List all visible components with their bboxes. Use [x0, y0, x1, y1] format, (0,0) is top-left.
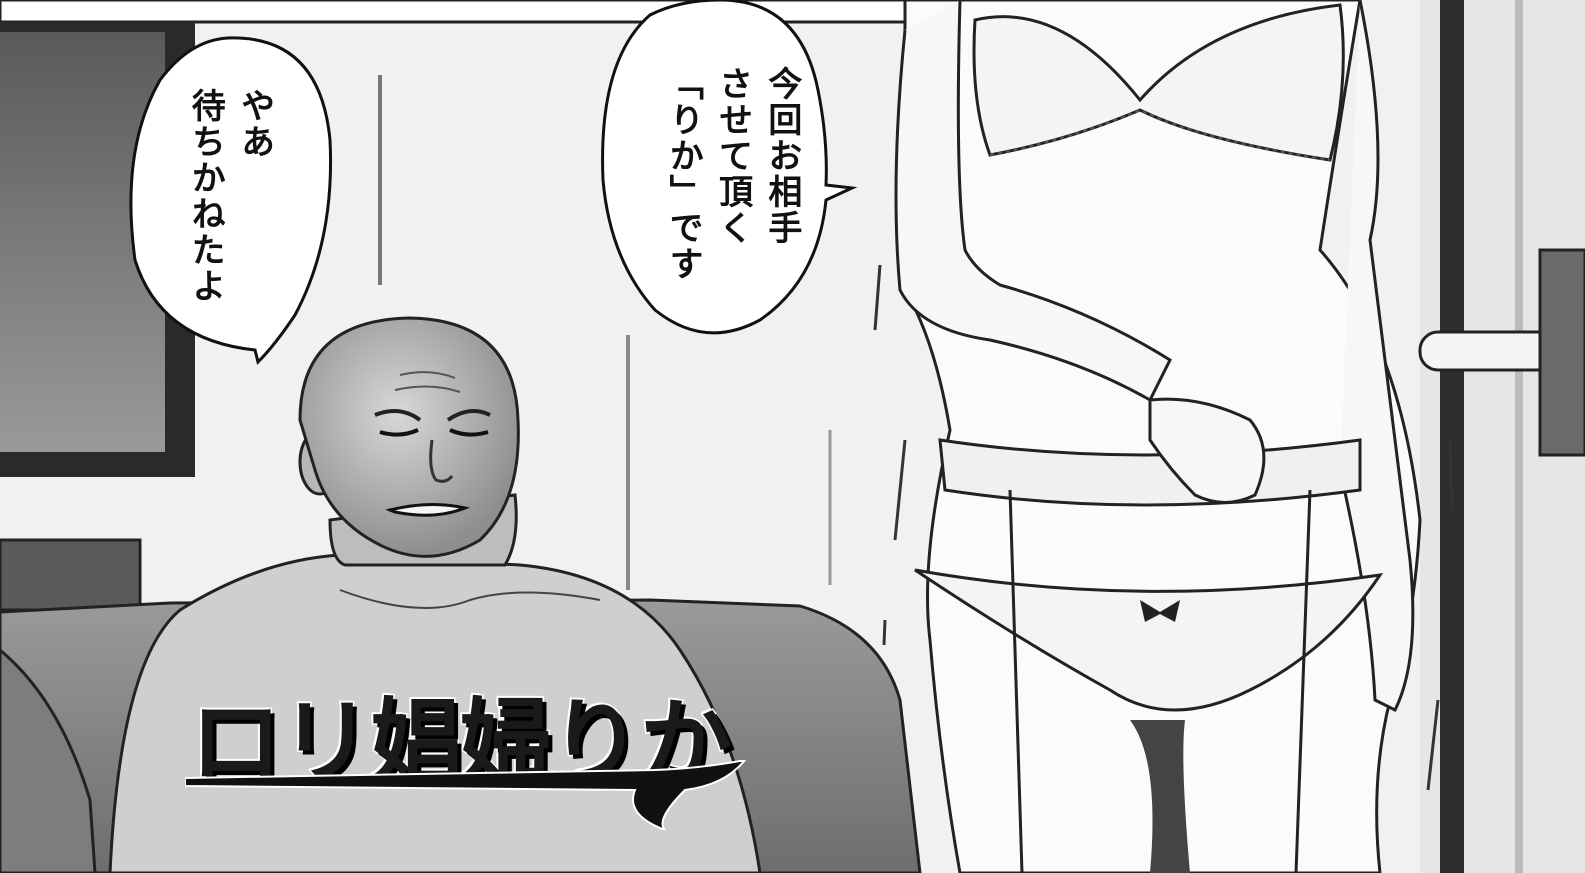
tremble-mark	[1426, 439, 1454, 791]
speech-text-man: やあ 待ちかねたよ	[180, 88, 279, 304]
tremble-mark	[873, 264, 907, 646]
man-head	[298, 316, 520, 558]
girl-hand	[1148, 397, 1266, 504]
chest-line	[339, 589, 601, 609]
garter-strap	[1008, 489, 1024, 873]
man-forehead-lines	[394, 371, 461, 393]
girl-arm-right	[1338, 0, 1415, 713]
door-plate	[1538, 248, 1585, 457]
man-nose	[429, 439, 454, 483]
speech-line: させて頂く	[712, 66, 753, 246]
speech-line: やあ	[234, 88, 275, 160]
garter-strap	[1294, 489, 1312, 873]
speech-line: 待ちかねたよ	[185, 88, 226, 304]
thigh-gap	[1130, 720, 1190, 873]
girl-arm-left	[894, 0, 1172, 403]
sofa-arm	[0, 648, 97, 873]
speech-line: 今回お相手	[761, 66, 802, 246]
bra	[972, 3, 1345, 162]
speech-text-girl: 今回お相手 させて頂く 「りか」です	[658, 66, 806, 282]
man-mouth	[385, 502, 471, 517]
speech-line: 「りか」です	[663, 66, 704, 282]
panty-bow	[1140, 600, 1180, 622]
speech-bubble-girl	[601, 0, 858, 335]
panties	[914, 568, 1384, 712]
door-frame-dark	[1440, 0, 1464, 873]
speech-bubble-man	[129, 36, 333, 365]
man-eyes	[379, 428, 489, 437]
ceiling-strip	[0, 0, 962, 24]
side-table	[0, 538, 142, 612]
door-frame-edge	[1515, 0, 1523, 873]
title-underline-flourish	[185, 760, 747, 830]
bra-lace	[989, 108, 1331, 161]
man-brow	[374, 409, 491, 422]
